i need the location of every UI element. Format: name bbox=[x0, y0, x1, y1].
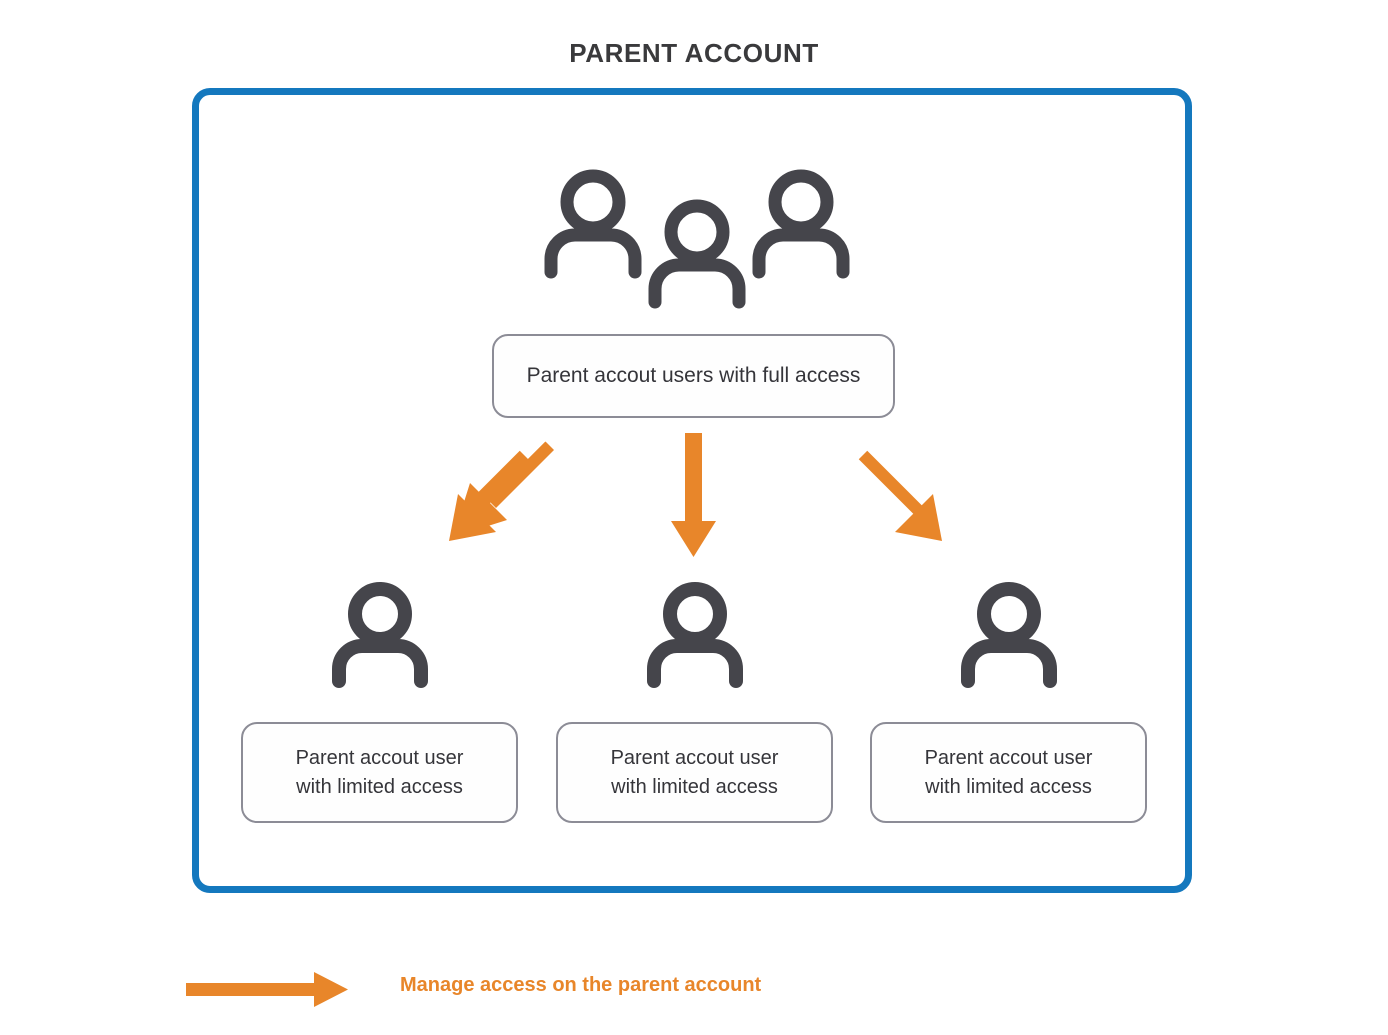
limited-access-label-box: Parent accout user with limited access bbox=[870, 722, 1147, 823]
limited-access-label-box: Parent accout user with limited access bbox=[241, 722, 518, 823]
limited-access-label-text: Parent accout user with limited access bbox=[610, 747, 779, 798]
full-access-label-box: Parent accout users with full access bbox=[492, 334, 895, 418]
person-icon bbox=[330, 578, 430, 688]
person-icon bbox=[959, 578, 1059, 688]
group-of-three-people-icon bbox=[537, 160, 857, 320]
page-title: PARENT ACCOUNT bbox=[569, 38, 819, 68]
person-icon bbox=[645, 578, 745, 688]
limited-access-label-text: Parent accout user with limited access bbox=[295, 747, 464, 798]
legend-label: Manage access on the parent account bbox=[400, 974, 762, 996]
legend: Manage access on the parent account bbox=[186, 962, 886, 1018]
limited-access-label-box: Parent accout user with limited access bbox=[556, 722, 833, 823]
right-arrow-icon bbox=[186, 972, 348, 1007]
full-access-label-text: Parent accout users with full access bbox=[526, 364, 861, 388]
limited-access-label-text: Parent accout user with limited access bbox=[924, 747, 1093, 798]
